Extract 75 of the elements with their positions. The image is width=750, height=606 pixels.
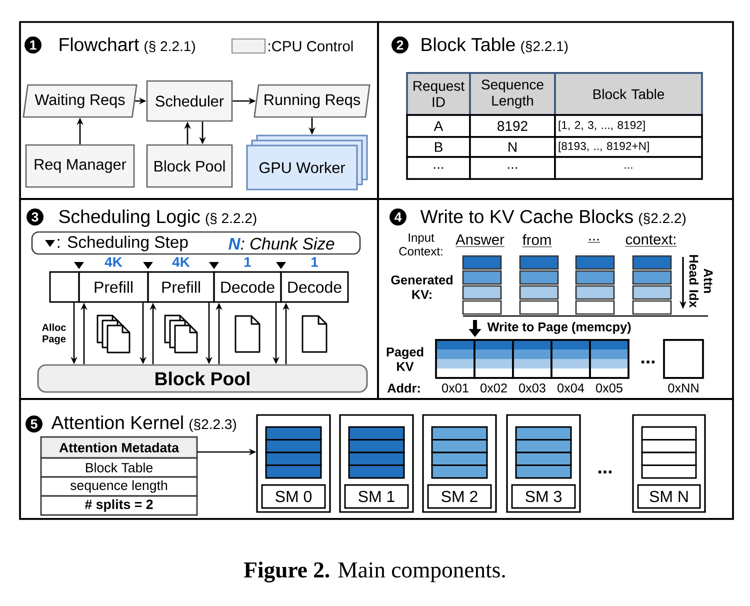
- section-reference: (§2.2.3): [190, 418, 236, 432]
- address-label: 0xNN: [668, 384, 698, 392]
- section-reference: (§ 2.2.1): [144, 40, 195, 54]
- sm-label: SM N: [637, 484, 701, 509]
- panel-title: Scheduling Logic: [59, 209, 200, 227]
- address-label: 0x02: [480, 384, 507, 392]
- sm-label: SM 3: [511, 484, 576, 509]
- table-header-cell: Sequence Length: [469, 72, 556, 116]
- chunk-size-label: 1: [244, 257, 251, 267]
- stacked-process-box: GPU Worker: [246, 134, 368, 190]
- table-header-cell: Request ID: [406, 72, 471, 116]
- pool-bar: Block Pool: [37, 364, 368, 393]
- table-cell: B: [406, 136, 471, 158]
- chunk-size-label: 1: [312, 257, 318, 267]
- panel-title: Flowchart: [60, 37, 140, 52]
- process-box: Block Pool: [146, 144, 233, 188]
- table-cell: Block Table: [40, 457, 198, 478]
- data-parallelogram: Running Reqs: [254, 84, 370, 118]
- panel-title: Attention Kernel: [51, 415, 183, 430]
- data-parallelogram: Waiting Reqs: [22, 84, 138, 118]
- timeline-cell: Decode: [213, 271, 282, 303]
- address-label: 0x01: [442, 384, 468, 392]
- row-label: Paged KV: [386, 347, 424, 371]
- row-label: Addr:: [387, 383, 420, 393]
- legend-text: :CPU Control: [268, 40, 353, 52]
- sm-label: SM 2: [427, 484, 492, 509]
- table-header-cell: Attention Metadata: [40, 436, 198, 459]
- number-badge: 5: [26, 416, 42, 432]
- address-label: 0x05: [596, 384, 622, 392]
- row-label: Input Context:: [399, 233, 442, 256]
- table-cell: ...: [469, 156, 556, 180]
- section-reference: (§ 2.2.2): [206, 212, 256, 226]
- process-box: Scheduler: [146, 80, 233, 122]
- timeline-cell: Decode: [280, 271, 349, 303]
- number-badge: 3: [26, 208, 44, 226]
- number-badge: 2: [392, 36, 408, 54]
- table-cell: ...: [554, 156, 703, 180]
- legend-text: N: Chunk Size: [228, 237, 334, 250]
- timeline-cell: Prefill: [147, 271, 215, 303]
- table-cell: [1, 2, 3, ..., 8192]: [554, 114, 703, 138]
- timeline-cell: Prefill: [78, 271, 149, 303]
- address-label: 0x03: [519, 384, 546, 392]
- ellipsis: ...: [642, 360, 654, 364]
- table-cell: sequence length: [40, 476, 198, 497]
- table-cell: # splits = 2: [40, 495, 198, 516]
- step-label: Write to Page (memcpy): [487, 322, 631, 334]
- token-word: ...: [588, 238, 600, 243]
- section-reference: (§2.2.2): [639, 212, 686, 226]
- token-word: Answer: [455, 234, 505, 247]
- row-label: Generated KV:: [391, 275, 452, 299]
- number-badge: 4: [390, 208, 406, 226]
- panel-title: Block Table: [422, 37, 515, 52]
- axis-label: Attn Head Idx: [689, 255, 713, 308]
- address-label: 0x04: [558, 384, 584, 392]
- table-cell: A: [406, 114, 471, 138]
- section-reference: (§2.2.1): [521, 40, 568, 54]
- token-word: context:: [625, 234, 677, 247]
- table-cell: 8192: [469, 114, 556, 138]
- chunk-size-label: 4K: [172, 257, 190, 267]
- sm-label: SM 1: [344, 484, 409, 509]
- table-header-cell: Block Table: [554, 72, 703, 116]
- annotation-text: Alloc Page: [42, 324, 66, 344]
- figure-caption: Figure 2. Main components.: [244, 562, 505, 582]
- table-cell: ...: [406, 156, 471, 180]
- panel-title: Write to KV Cache Blocks: [420, 209, 633, 224]
- legend-text: : Scheduling Step: [58, 236, 188, 252]
- sm-label: SM 0: [261, 484, 326, 509]
- table-cell: [8193, .., 8192+N]: [554, 136, 703, 158]
- ellipsis: ...: [598, 470, 612, 474]
- number-badge: 1: [24, 36, 42, 54]
- process-box: Req Manager: [25, 144, 135, 188]
- chunk-size-label: 4K: [104, 257, 122, 267]
- empty-timeline-cell: [49, 271, 80, 303]
- table-cell: N: [469, 136, 556, 158]
- token-word: from: [522, 234, 552, 248]
